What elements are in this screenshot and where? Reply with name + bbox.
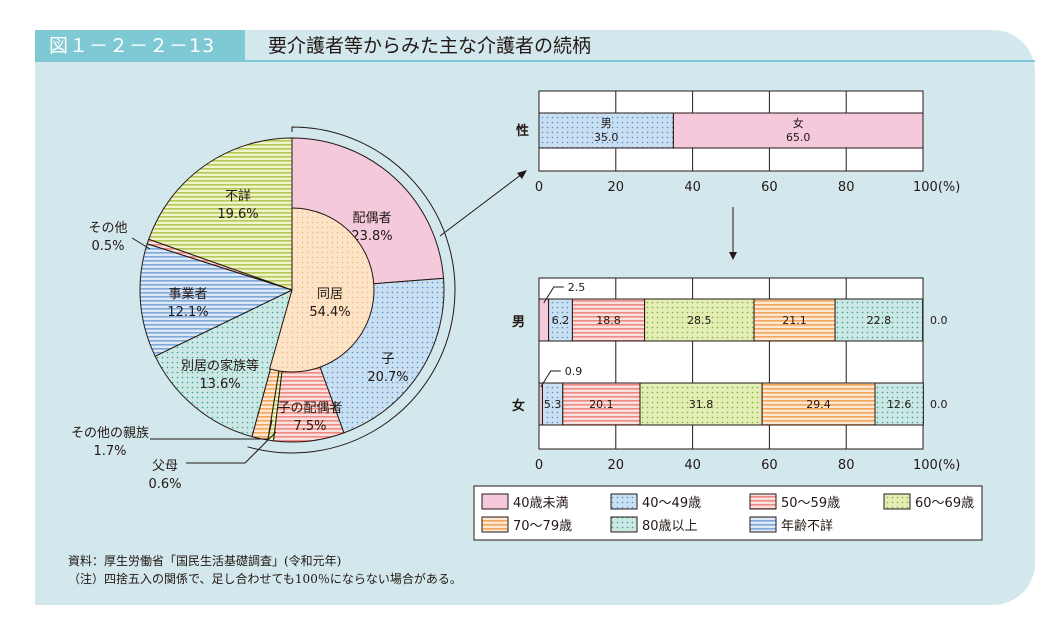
pie-inner-value: 54.4%	[309, 305, 350, 320]
legend-swatch	[749, 516, 777, 533]
x-tick-label: 0	[535, 458, 543, 473]
legend-swatch	[481, 493, 509, 510]
pie-leader-line	[186, 431, 277, 464]
age-bar-value: 0.0	[930, 314, 948, 327]
x-tick-label: 100(%)	[913, 458, 960, 473]
age-bar-value: 2.5	[568, 281, 586, 294]
sex-bar-value: 65.0	[786, 131, 811, 144]
age-bar-leader	[540, 370, 561, 388]
age-bar-segment	[834, 298, 924, 342]
x-tick-label: 60	[761, 458, 778, 473]
title-underline	[245, 59, 1035, 62]
age-bar-value: 31.8	[689, 398, 714, 411]
pie-slice-label: 父母	[152, 459, 178, 474]
legend-swatch	[883, 493, 911, 510]
pie-inner-cohabiting	[269, 207, 375, 373]
x-tick-label: 80	[838, 180, 855, 195]
pie-slice-label: 事業者	[168, 286, 207, 302]
x-tick-label: 40	[684, 180, 701, 195]
x-tick-label: 20	[608, 180, 625, 195]
legend-label: 60～69歳	[915, 496, 974, 511]
legend-swatch	[610, 493, 638, 510]
pie-leader-line	[131, 237, 151, 250]
legend-swatch	[481, 516, 509, 533]
age-bar-leader	[543, 286, 564, 304]
age-bar-value: 18.8	[596, 314, 621, 327]
sex-bar-value: 35.0	[594, 131, 619, 144]
age-bar-segment	[761, 382, 876, 426]
age-bar-value: 5.3	[544, 398, 562, 411]
x-tick-label: 60	[761, 180, 778, 195]
x-tick-label: 0	[535, 180, 543, 195]
legend-label: 80歳以上	[642, 519, 698, 534]
pie-slice-label: 不詳	[225, 188, 251, 204]
pie-slice-value: 13.6%	[199, 377, 240, 392]
age-bar-segment	[538, 298, 550, 342]
pie-inner-label: 同居	[317, 287, 343, 302]
x-tick-label: 40	[684, 458, 701, 473]
pie-slice-value: 20.7%	[367, 370, 408, 385]
arrow-head	[729, 252, 737, 260]
age-row-label: 男	[512, 315, 525, 330]
x-tick-label: 80	[838, 458, 855, 473]
pie-slice-label: 配偶者	[352, 211, 391, 226]
age-bar-segment	[644, 298, 755, 342]
sex-bar-label: 女	[793, 116, 804, 130]
legend-label: 年齢不詳	[781, 518, 833, 534]
age-bar-segment	[874, 382, 924, 426]
x-tick-label: 20	[608, 458, 625, 473]
legend-label: 40～49歳	[642, 496, 701, 511]
age-bar-segment	[639, 382, 763, 426]
age-bar-segment	[753, 298, 836, 342]
legend-swatch	[610, 516, 638, 533]
sex-row-label: 性	[516, 123, 529, 139]
age-bar-value: 0.0	[930, 398, 948, 411]
pie-slice	[154, 289, 293, 438]
age-bar-value: 22.8	[867, 314, 892, 327]
pie-slice-value: 0.5%	[91, 239, 124, 254]
pie-slice-value: 19.6%	[217, 207, 258, 222]
pie-slice-value: 12.1%	[167, 305, 208, 320]
pie-slice-label: 子	[381, 352, 394, 367]
footnote: （注）四捨五入の関係で、足し合わせても100％にならない場合がある。	[68, 572, 462, 586]
age-bar-value: 0.9	[565, 365, 583, 378]
figure-title: 要介護者等からみた主な介護者の続柄	[268, 35, 592, 57]
legend-label: 40歳未満	[513, 496, 569, 511]
source-note: 資料：厚生労働省「国民生活基礎調査」(令和元年)	[68, 554, 342, 568]
figure-number: 図１－２－２－13	[35, 30, 245, 62]
age-bar-value: 20.1	[589, 398, 614, 411]
pie-slice-label: 子の配偶者	[277, 401, 342, 416]
pie-slice-label: その他	[88, 221, 127, 236]
pie-slice	[139, 243, 294, 357]
age-bar-value: 28.5	[687, 314, 712, 327]
age-row-label: 女	[512, 398, 525, 414]
age-bar-value: 29.4	[806, 398, 831, 411]
legend-label: 50～59歳	[781, 496, 840, 511]
sex-bar-segment	[538, 112, 674, 149]
age-bar-segment	[538, 382, 543, 426]
pie-slice-value: 0.6%	[148, 477, 181, 492]
age-bar-value: 12.6	[887, 398, 912, 411]
legend-swatch	[749, 493, 777, 510]
x-tick-label: 100(%)	[913, 180, 960, 195]
pie-leader-line	[150, 419, 273, 440]
sex-bar-label: 男	[601, 117, 612, 130]
pie-slice	[148, 137, 293, 291]
arrow-to-sex-chart	[439, 173, 523, 237]
pie-slice-value: 7.5%	[293, 419, 326, 434]
pie-slice-value: 1.7%	[93, 444, 126, 459]
pie-slice-label: その他の親族	[71, 425, 149, 441]
cohabiting-bracket-arc	[247, 126, 456, 454]
age-bar-value: 21.1	[782, 314, 807, 327]
pie-slice-value: 23.8%	[351, 229, 392, 244]
pie-slice-label: 別居の家族等	[181, 358, 259, 374]
legend-label: 70～79歳	[513, 519, 572, 534]
age-bar-value: 6.2	[552, 314, 570, 327]
sex-bar-segment	[672, 112, 924, 149]
arrow-head	[517, 170, 527, 179]
